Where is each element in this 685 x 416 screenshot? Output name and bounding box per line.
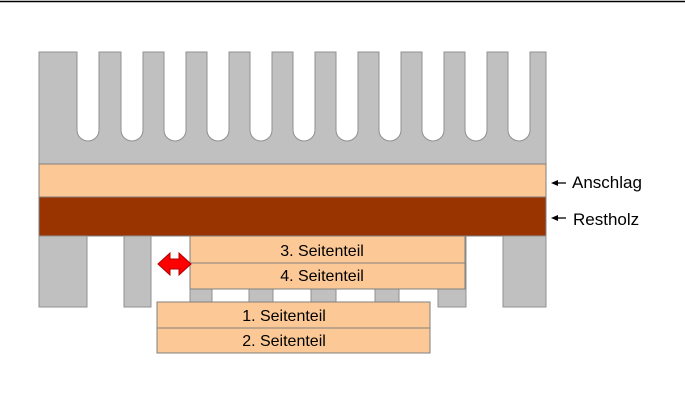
double-arrow-icon bbox=[157, 251, 192, 277]
left-arrow-icon bbox=[551, 180, 566, 186]
seitenteil-4-label: 4. Seitenteil bbox=[280, 268, 364, 285]
anschlag-label: Anschlag bbox=[572, 173, 642, 192]
lower-finger bbox=[502, 235, 547, 308]
seitenteil-1-label: 1. Seitenteil bbox=[242, 308, 326, 325]
restholz-strip bbox=[38, 196, 547, 237]
seitenteil-3-label: 3. Seitenteil bbox=[280, 243, 364, 260]
board-seitenteil-2 bbox=[156, 327, 431, 354]
anschlag-strip bbox=[38, 163, 547, 198]
restholz-label: Restholz bbox=[573, 210, 639, 229]
board-seitenteil-1 bbox=[156, 301, 431, 329]
board-seitenteil-4 bbox=[189, 262, 466, 290]
seitenteil-2-label: 2. Seitenteil bbox=[242, 333, 326, 350]
lower-finger bbox=[123, 235, 152, 308]
board-seitenteil-3 bbox=[189, 235, 466, 264]
lower-finger bbox=[38, 235, 88, 308]
left-arrow-icon bbox=[551, 215, 566, 221]
upper-comb bbox=[38, 51, 547, 165]
